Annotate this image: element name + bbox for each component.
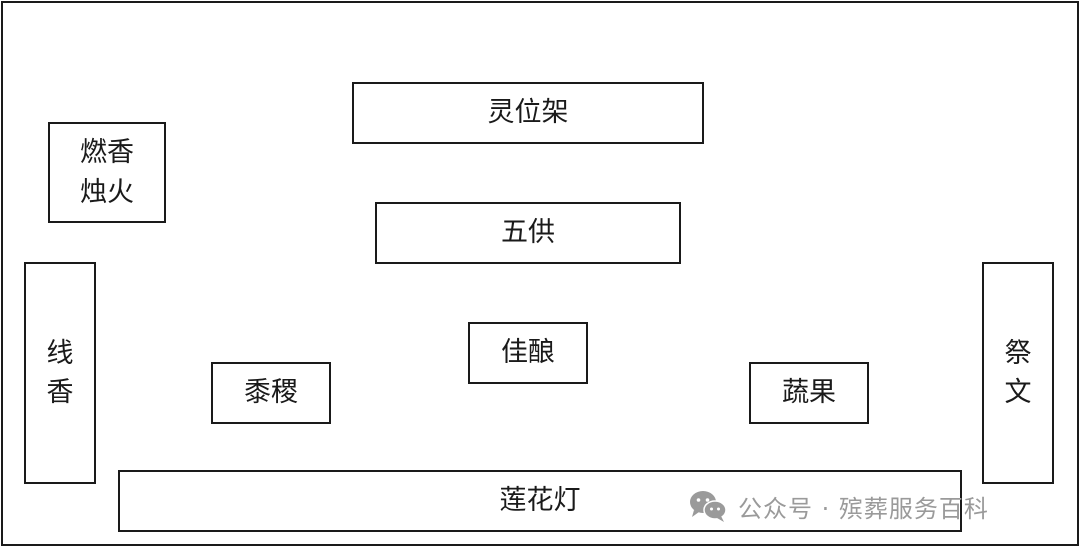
watermark-text: 公众号 · 殡葬服务百科 (738, 494, 989, 523)
node-jiniang: 佳酿 (468, 322, 588, 384)
node-lianhuadeng: 莲花灯 (118, 470, 962, 532)
node-ranxiang-label: 燃香 烛火 (80, 137, 134, 208)
wechat-icon (690, 491, 727, 522)
watermark: 公众号 · 殡葬服务百科 (688, 484, 989, 528)
node-shuguo-label: 蔬果 (782, 377, 836, 409)
node-jiwen: 祭 文 (982, 262, 1054, 484)
node-wugong: 五供 (375, 202, 681, 264)
node-shuguo: 蔬果 (749, 362, 869, 424)
node-jiniang-label: 佳酿 (501, 337, 555, 369)
node-xianxiang: 线 香 (24, 262, 96, 484)
node-xianxiang-label: 线 香 (46, 337, 74, 408)
node-ranxiang: 燃香 烛火 (48, 122, 166, 223)
node-lianhuadeng-label: 莲花灯 (499, 485, 581, 517)
node-shuji-label: 黍稷 (244, 377, 298, 409)
node-wugong-label: 五供 (501, 217, 555, 249)
node-lingweijia-label: 灵位架 (487, 97, 569, 129)
node-jiwen-label: 祭 文 (1004, 337, 1032, 408)
node-shuji: 黍稷 (211, 362, 331, 424)
node-lingweijia: 灵位架 (352, 82, 704, 144)
